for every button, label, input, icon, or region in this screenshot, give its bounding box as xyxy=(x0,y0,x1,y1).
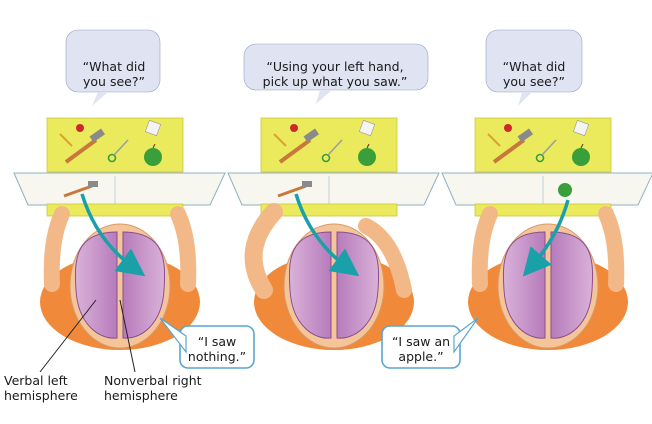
left-arm xyxy=(43,206,70,292)
tray-front-edge xyxy=(260,203,398,217)
panel-3 xyxy=(381,29,652,369)
visual-path-arrow xyxy=(522,199,570,277)
panel-1 xyxy=(13,29,255,369)
visual-path-arrow xyxy=(294,193,360,277)
object-tray-3 xyxy=(474,117,612,173)
reply-bubble-tail-3 xyxy=(453,317,479,354)
hidden-apple-icon xyxy=(558,183,572,197)
question-text-1: “What did you see?” xyxy=(82,59,146,89)
pencil-icon xyxy=(59,133,73,147)
hammer-head-icon xyxy=(89,128,106,143)
question-text-3: “What did you see?” xyxy=(502,59,566,89)
scissors-blade-icon xyxy=(541,139,557,156)
hammer-head-icon xyxy=(517,128,534,143)
panel-2 xyxy=(227,43,440,350)
right-arm xyxy=(170,206,197,292)
scissors-icon xyxy=(107,153,117,163)
partition-table-3 xyxy=(441,172,652,206)
object-tray-1 xyxy=(46,117,184,173)
reply-bubble-1 xyxy=(179,325,255,369)
verbal-left-hemisphere-label: Verbal left hemisphere xyxy=(4,373,78,403)
scissors-icon xyxy=(535,153,545,163)
reply-bubble-3 xyxy=(381,325,461,369)
left-hemisphere xyxy=(74,231,118,339)
partition-table-2 xyxy=(227,172,440,206)
ball-icon xyxy=(290,124,298,132)
pencil-icon xyxy=(273,133,287,147)
question-bubble-tail-3 xyxy=(518,92,532,106)
ball-icon xyxy=(76,124,84,132)
reply-bubble-tail-1 xyxy=(159,317,187,354)
cube-icon xyxy=(144,119,162,137)
question-bubble-2 xyxy=(243,43,429,91)
question-bubble-3 xyxy=(485,29,583,93)
apple-icon xyxy=(358,148,376,166)
apple-stem-icon xyxy=(366,143,370,149)
apple-icon xyxy=(144,148,162,166)
hammer-handle-icon xyxy=(278,138,312,164)
nonverbal-right-hemisphere-label: Nonverbal right hemisphere xyxy=(104,373,202,403)
apple-stem-icon xyxy=(152,143,156,149)
hidden-hammer-head-icon xyxy=(88,181,98,187)
left-hemisphere xyxy=(288,231,332,339)
ball-icon xyxy=(504,124,512,132)
reply-text-3: “I saw an apple.” xyxy=(391,334,451,364)
visual-path-arrow xyxy=(80,193,146,277)
reply-text-1: “I saw nothing.” xyxy=(187,334,247,364)
question-bubble-1 xyxy=(65,29,161,93)
hidden-hammer-icon xyxy=(277,184,307,198)
hammer-handle-icon xyxy=(64,138,98,164)
hidden-hammer-head-icon xyxy=(302,181,312,187)
cube-icon xyxy=(572,119,590,137)
question-bubble-tail-1 xyxy=(92,92,108,106)
left-arm xyxy=(471,206,498,292)
scissors-icon xyxy=(321,153,331,163)
right-hemisphere xyxy=(550,231,594,339)
scissors-blade-icon xyxy=(113,139,129,156)
right-arm xyxy=(598,206,625,292)
right-arm xyxy=(358,218,412,298)
hidden-hammer-icon xyxy=(63,184,93,198)
question-bubble-tail-2 xyxy=(316,90,332,104)
object-tray-2 xyxy=(260,117,398,173)
hammer-handle-icon xyxy=(492,138,526,164)
cube-icon xyxy=(358,119,376,137)
label-leader-lines xyxy=(39,299,136,373)
question-text-2: “Using your left hand, pick up what you … xyxy=(262,59,408,89)
hammer-head-icon xyxy=(303,128,320,143)
pencil-icon xyxy=(487,133,501,147)
left-arm xyxy=(244,203,283,299)
apple-icon xyxy=(572,148,590,166)
partition-table-1 xyxy=(13,172,226,206)
apple-stem-icon xyxy=(580,143,584,149)
scissors-blade-icon xyxy=(327,139,343,156)
